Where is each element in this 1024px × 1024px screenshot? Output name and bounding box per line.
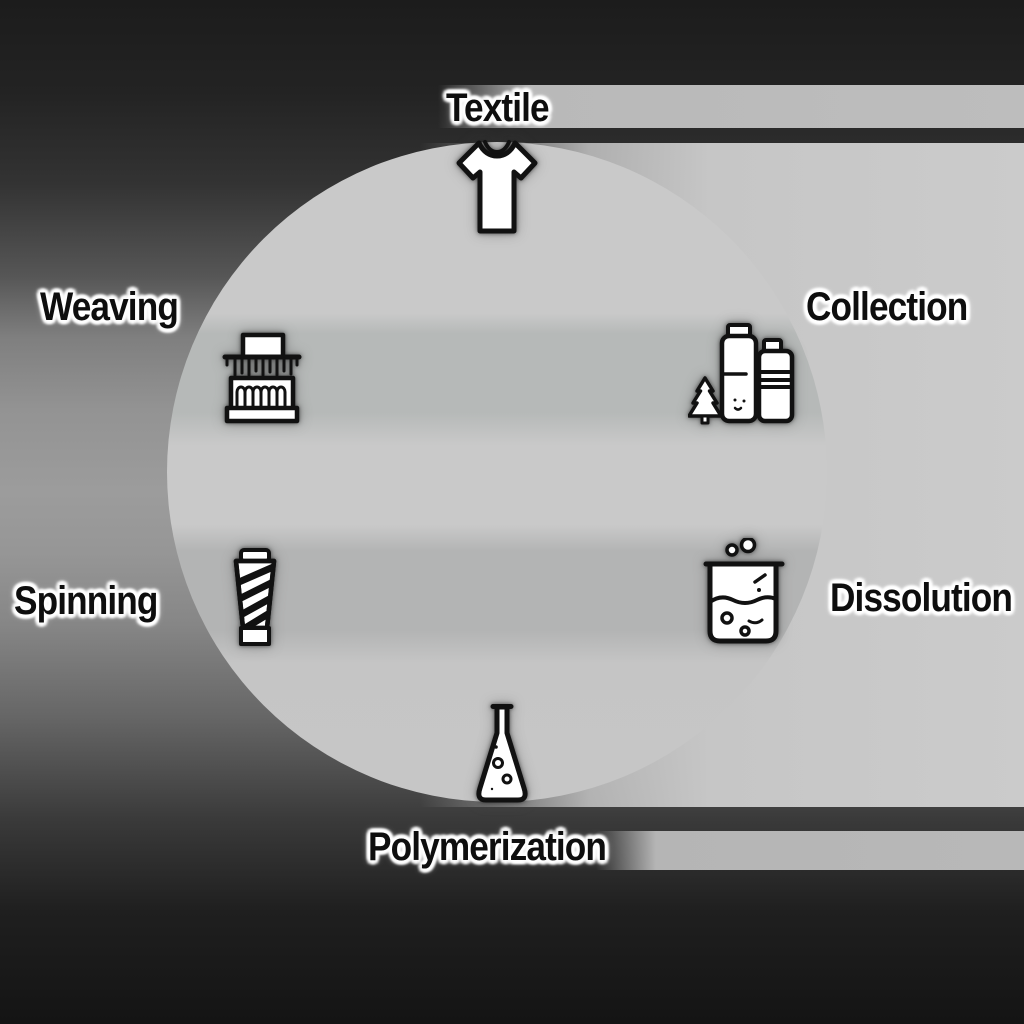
textile-highlight-band bbox=[438, 85, 1024, 128]
stage-label-polymerization: Polymerization bbox=[368, 825, 607, 869]
stage-label-weaving: Weaving bbox=[40, 285, 179, 329]
yarn-cone-icon bbox=[220, 547, 290, 653]
polymerization-highlight-band bbox=[596, 831, 1024, 870]
tshirt-icon bbox=[449, 137, 545, 237]
beaker-icon bbox=[703, 538, 787, 650]
stage-label-spinning: Spinning bbox=[14, 579, 158, 623]
stage-label-dissolution: Dissolution bbox=[830, 576, 1013, 620]
stage-label-collection: Collection bbox=[806, 285, 968, 329]
erlenmeyer-flask-icon bbox=[470, 702, 534, 808]
cycle-circle bbox=[167, 142, 827, 802]
loom-icon bbox=[219, 332, 305, 424]
plastic-bottles-icon bbox=[688, 323, 800, 425]
stage-label-textile: Textile bbox=[446, 86, 550, 130]
